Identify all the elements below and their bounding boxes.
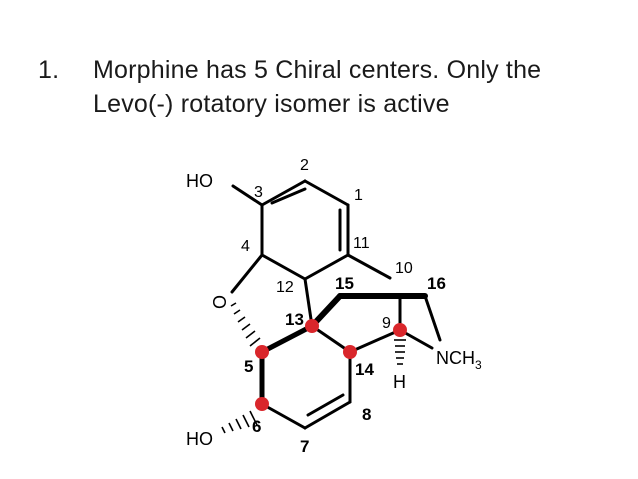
label-ho-bottom: HO <box>186 429 213 449</box>
atom-number-7: 7 <box>300 437 309 456</box>
chiral-center-5 <box>255 345 269 359</box>
atom-number-1: 1 <box>354 187 363 204</box>
chiral-centers <box>255 319 407 411</box>
bonds <box>230 179 442 430</box>
atom-number-9: 9 <box>382 315 391 332</box>
atom-number-16: 16 <box>427 274 446 293</box>
atom-number-6: 6 <box>252 417 261 436</box>
bullet-number: 1. <box>38 56 60 84</box>
atom-number-12: 12 <box>276 279 294 296</box>
atom-number-15: 15 <box>335 274 354 293</box>
label-n-methyl: NCH3 <box>436 348 482 372</box>
n-methyl-text: NCH <box>436 348 475 368</box>
chiral-center-6 <box>255 397 269 411</box>
chiral-center-14 <box>343 345 357 359</box>
atom-number-10: 10 <box>395 260 413 277</box>
label-ho-top: HO <box>186 171 213 191</box>
atom-number-4: 4 <box>241 238 250 255</box>
atom-number-13: 13 <box>285 310 304 329</box>
label-ring-oxygen: O <box>210 295 230 309</box>
atom-number-14: 14 <box>355 360 374 379</box>
atom-number-3: 3 <box>254 184 263 201</box>
bullet-line-2: Levo(-) rotatory isomer is active <box>93 90 450 118</box>
bullet-line-1: 1. Morphine has 5 Chiral centers. Only th… <box>38 56 541 85</box>
atom-number-11: 11 <box>353 235 370 252</box>
atom-number-5: 5 <box>244 357 253 376</box>
n-methyl-subscript: 3 <box>475 358 482 372</box>
bullet-text-1: Morphine has 5 Chiral centers. Only the <box>93 56 542 84</box>
hashed-bonds <box>221 302 406 434</box>
atom-number-2: 2 <box>300 157 309 174</box>
atom-number-8: 8 <box>362 405 371 424</box>
label-h: H <box>393 372 406 392</box>
chiral-center-13 <box>305 319 319 333</box>
chiral-center-9 <box>393 323 407 337</box>
